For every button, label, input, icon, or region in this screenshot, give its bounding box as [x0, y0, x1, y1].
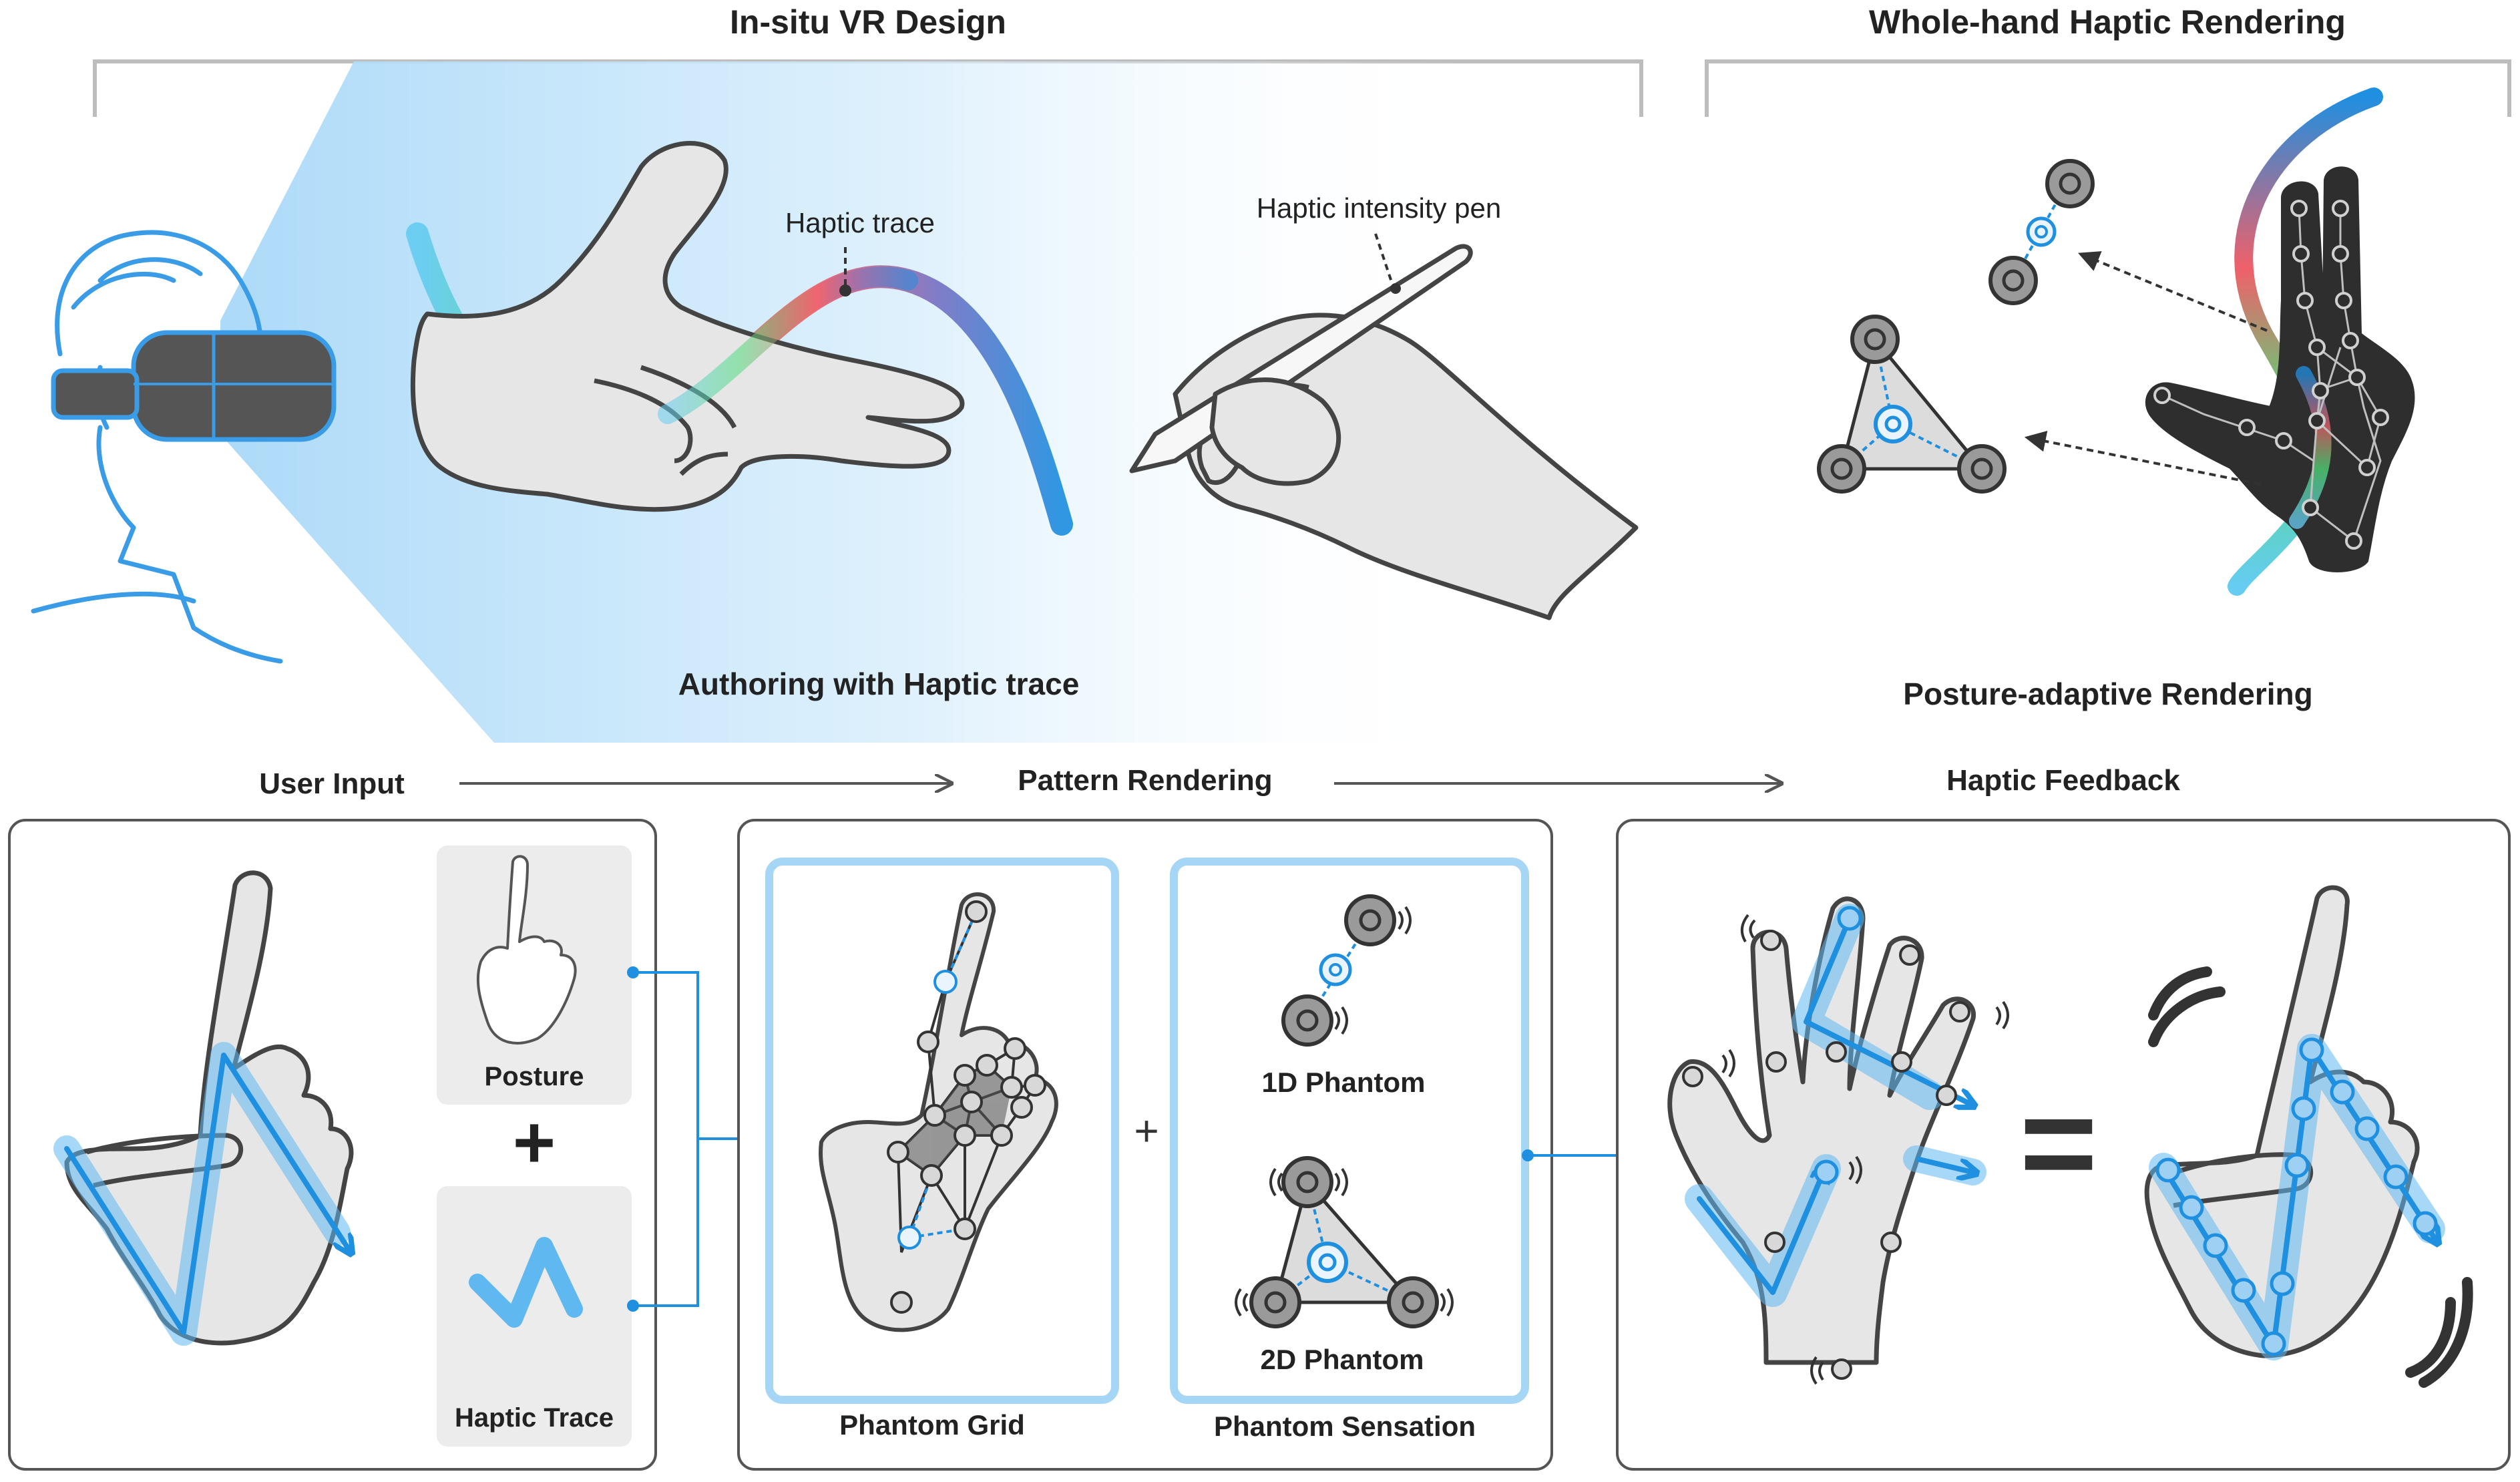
user-input-label: User Input	[259, 767, 405, 800]
pattern-rendering-label: Pattern Rendering	[1018, 764, 1272, 797]
tr-arrow-2d	[2024, 430, 2261, 486]
feedback-vibration-arcs	[2148, 966, 2473, 1388]
authoring-caption: Authoring with Haptic trace	[678, 667, 1080, 701]
feedback-actuators	[1682, 930, 1970, 1380]
gun-gesture-hand	[410, 141, 965, 512]
haptic-trace-card-label: Haptic Trace	[455, 1403, 614, 1433]
haptic-trace-label: Haptic trace	[785, 207, 935, 238]
connector-dot-posture	[627, 966, 639, 978]
haptic-trace-card	[437, 1186, 632, 1447]
phantom-grid-caption: Phantom Grid	[839, 1409, 1025, 1441]
haptic-trace-card-glyph	[469, 1237, 583, 1328]
haptic-feedback-label: Haptic Feedback	[1946, 764, 2180, 797]
phantom-sensation-card	[1170, 858, 1529, 1404]
dark-hand-joints	[2153, 200, 2389, 550]
panel-phantom-2d	[1235, 1156, 1454, 1328]
tr-phantom-1d	[1988, 159, 2095, 305]
phantom-1d-label: 1D Phantom	[1261, 1067, 1425, 1098]
vr-design-heading: In-situ VR Design	[730, 3, 1006, 41]
posture-label: Posture	[485, 1062, 584, 1091]
whole-hand-heading: Whole-hand Haptic Rendering	[1869, 3, 2346, 41]
vr-user-head	[31, 230, 283, 664]
phantom-2d-label: 2D Phantom	[1260, 1344, 1424, 1375]
dark-tracked-hand	[2145, 166, 2415, 572]
panel-phantom-1d	[1281, 894, 1412, 1047]
feedback-side-arrow-line	[1916, 1156, 1975, 1173]
input-trace-line	[64, 1053, 351, 1335]
input-plus-symbol: +	[513, 1101, 556, 1183]
feedback-equals-symbol: =	[2020, 1069, 2098, 1218]
tr-phantom-2d	[1817, 315, 2007, 494]
vr-headset	[51, 330, 337, 442]
grid-phantom-nodes	[897, 970, 958, 1250]
pen-hand-fingers	[1209, 377, 1341, 486]
grid-blue-dash-1	[944, 911, 978, 982]
posture-hand-icon	[476, 855, 577, 1045]
feedback-vibration-marks	[1721, 914, 2009, 1385]
intensity-pen-leader	[1374, 233, 1394, 285]
intensity-pen-anchor-dot	[1390, 283, 1401, 294]
feedback-palm-trace	[1697, 1165, 1826, 1295]
feedback-pointing-actuators	[2155, 1037, 2438, 1356]
grid-nodes	[887, 900, 1046, 1314]
feedback-active-actuators	[1814, 906, 1862, 1185]
haptic-trace-anchor-dot	[839, 285, 851, 297]
whole-hand-bracket	[1705, 59, 2511, 117]
phantom-sensation-caption: Phantom Sensation	[1214, 1411, 1476, 1442]
posture-adaptive-caption: Posture-adaptive Rendering	[1903, 677, 2312, 711]
connector-dot-trace	[627, 1300, 639, 1312]
feedback-finger-trace	[1804, 916, 1973, 1105]
pattern-plus-symbol: +	[1134, 1107, 1159, 1155]
intensity-pen-label: Haptic intensity pen	[1257, 192, 1502, 224]
authoring-haptic-trace-front	[658, 266, 918, 424]
